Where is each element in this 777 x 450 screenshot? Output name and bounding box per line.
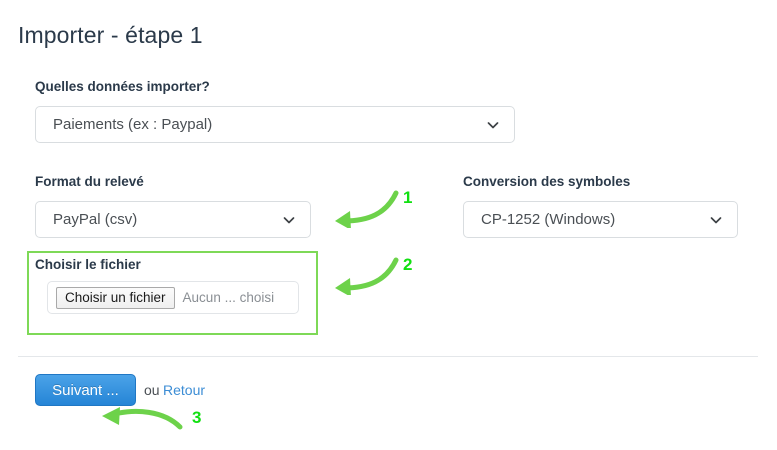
chevron-down-icon <box>486 118 500 132</box>
select-format-value: PayPal (csv) <box>53 211 138 228</box>
callout-number-2: 2 <box>403 255 413 274</box>
file-group-highlight <box>27 251 318 335</box>
callout-number-3: 3 <box>192 408 202 427</box>
label-data-type: Quelles données importer? <box>35 79 210 94</box>
submit-next-button[interactable]: Suivant ... <box>35 374 136 406</box>
select-charset-value: CP-1252 (Windows) <box>481 211 616 228</box>
select-data-type[interactable]: Paiements (ex : Paypal) <box>35 106 515 143</box>
callout-arrow-1 <box>328 188 400 228</box>
select-format[interactable]: PayPal (csv) <box>35 201 311 238</box>
callout-arrow-2 <box>328 255 400 295</box>
browse-file-button[interactable]: Choisir un fichier <box>56 286 175 309</box>
label-file: Choisir le fichier <box>35 257 141 272</box>
chevron-down-icon <box>282 213 296 227</box>
chevron-down-icon <box>709 213 723 227</box>
divider <box>18 356 758 357</box>
select-data-type-value: Paiements (ex : Paypal) <box>53 116 213 133</box>
label-format: Format du relevé <box>35 174 144 189</box>
select-charset[interactable]: CP-1252 (Windows) <box>463 201 738 238</box>
callout-number-1: 1 <box>403 188 413 207</box>
back-link[interactable]: Retour <box>163 382 206 398</box>
page-title: Importer - étape 1 <box>18 22 203 48</box>
file-input[interactable]: Choisir un fichier Aucun ... choisi <box>47 281 299 314</box>
or-text: ou <box>144 382 160 398</box>
selected-file-name: Aucun ... choisi <box>182 290 275 305</box>
callout-arrow-3 <box>92 405 184 439</box>
label-charset: Conversion des symboles <box>463 174 631 189</box>
